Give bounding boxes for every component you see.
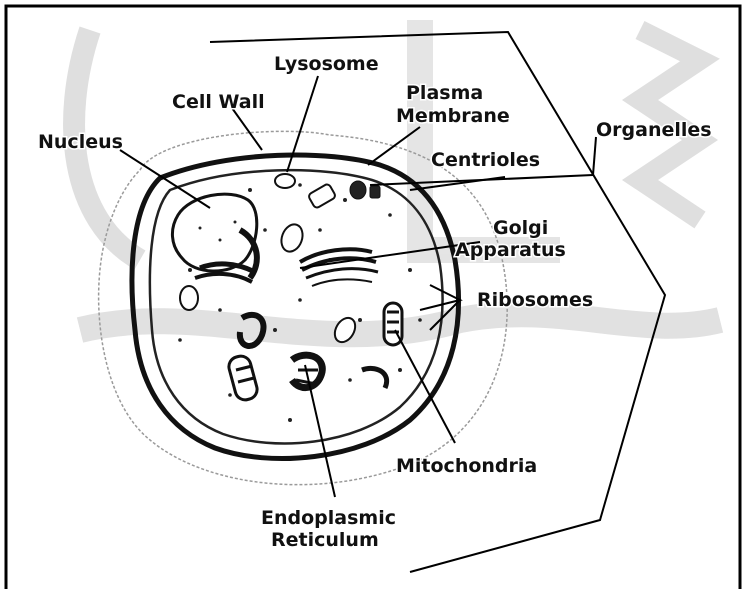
label-er-line2: Reticulum [271,529,379,551]
label-golgi-line2: Apparatus [455,239,566,261]
label-lysosome: Lysosome [274,53,379,75]
golgi-apparatus [300,249,378,286]
watermark [74,20,720,334]
label-golgi-line1: Golgi [493,217,548,239]
frame-border [6,6,740,589]
lysosome-shape [275,174,295,188]
label-mitochondria: Mitochondria [396,455,537,477]
label-er-line1: Endoplasmic [261,507,396,529]
label-organelles: Organelles [596,119,712,141]
label-plasma-membrane-line2: Membrane [396,105,510,127]
label-cell-wall: Cell Wall [172,91,265,113]
label-plasma-membrane-line1: Plasma [406,82,483,104]
label-ribosomes: Ribosomes [477,289,593,311]
centrioles [350,181,380,199]
label-centrioles: Centrioles [431,149,540,171]
label-nucleus: Nucleus [38,131,123,153]
